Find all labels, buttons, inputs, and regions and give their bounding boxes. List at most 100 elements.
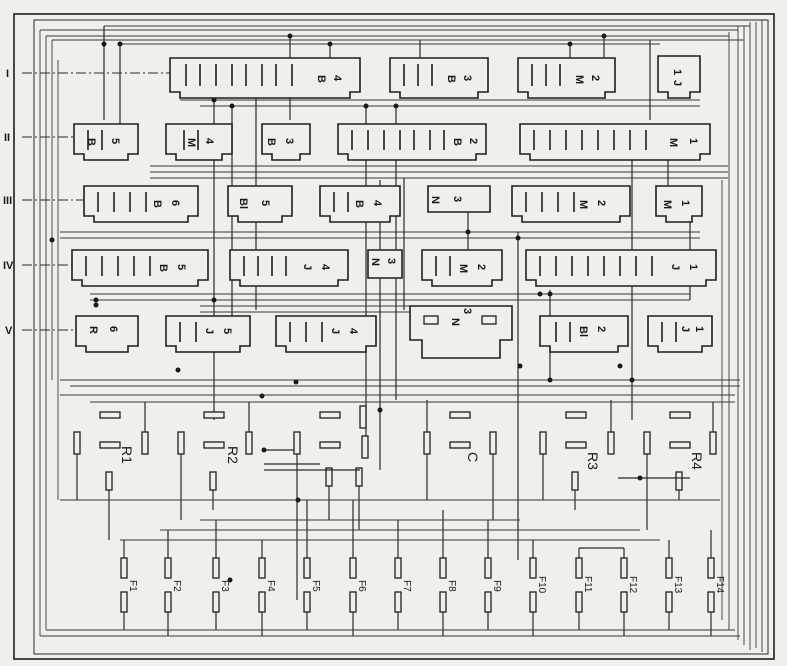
connector-text: 6 — [107, 326, 119, 332]
fuse-label: F4 — [265, 580, 276, 592]
connector-text: J — [679, 326, 691, 332]
connector-text: 1 — [687, 138, 699, 144]
connector-text: J — [301, 264, 313, 270]
connector-text: 3 — [461, 75, 473, 81]
connector-text: B — [445, 75, 457, 83]
connector-c-iii-5 — [511, 185, 631, 223]
connector-c-i-2 — [389, 57, 489, 99]
connector-text: B — [157, 264, 169, 272]
fuse-labels: F1 F2 F3 F4 F5 F6 F7 F8 F9 F10 F11 F12 F… — [127, 576, 725, 594]
connector-text: 5 — [175, 264, 187, 270]
row-label: I — [6, 68, 9, 80]
row-label: V — [5, 325, 13, 337]
connector-text: 3 — [451, 196, 463, 202]
connector-c-i-3 — [517, 57, 616, 99]
connector-c-iv-4 — [421, 249, 503, 287]
connector-text: 1 — [679, 200, 691, 206]
relay-label-c: C — [465, 452, 481, 462]
connector-c-iii-3 — [319, 185, 401, 223]
connector-text: J — [203, 328, 215, 334]
connector-text: J — [671, 80, 683, 86]
connector-text: B — [265, 138, 277, 146]
connector-c-ii-3 — [261, 123, 311, 161]
junction-dots — [49, 33, 643, 583]
row-labels: I II III IV V — [3, 68, 14, 337]
connector-text: N — [369, 258, 381, 266]
connector-text: 1 — [671, 69, 683, 75]
fuse-label: F3 — [219, 580, 230, 592]
connector-text: 3 — [283, 138, 295, 144]
connector-text: Bl — [237, 198, 249, 209]
connector-c-iii-1 — [83, 185, 199, 223]
connector-text: 1 — [693, 326, 705, 332]
left-bus — [39, 30, 59, 636]
connector-c-v-3 — [275, 315, 377, 353]
connector-text: 4 — [331, 75, 343, 82]
connector-c-i-1 — [169, 57, 361, 99]
connector-c-iii-6 — [655, 185, 703, 223]
fuse-label: F13 — [672, 576, 683, 594]
connector-c-ii-1 — [73, 123, 139, 161]
fuse-label: F6 — [356, 580, 367, 592]
fuse-label: F14 — [714, 576, 725, 594]
connector-text: B — [151, 200, 163, 208]
connector-c-v-6 — [647, 315, 713, 353]
connector-text: J — [329, 328, 341, 334]
fuses-row — [120, 557, 715, 613]
connector-text: M — [661, 200, 673, 209]
relay-label-r1: R1 — [119, 446, 135, 464]
connector-c-iv-1 — [71, 249, 209, 287]
connector-c-ii-5 — [519, 123, 711, 161]
connector-text: M — [573, 75, 585, 84]
connector-c-ii-4 — [337, 123, 487, 161]
connector-c-i-4 — [657, 55, 701, 99]
connector-text: 5 — [259, 200, 271, 206]
connector-text: Bl — [577, 326, 589, 337]
connector-row-v — [22, 305, 713, 359]
connector-text: M — [185, 138, 197, 147]
relay-bases — [73, 405, 717, 491]
inner-frame — [33, 19, 769, 655]
connector-text: R — [87, 326, 99, 334]
connector-text: 4 — [371, 200, 383, 207]
connector-c-iv-3 — [367, 249, 403, 279]
connector-c-iii-4 — [427, 185, 491, 213]
connector-row-ii — [22, 123, 711, 161]
connector-text: 4 — [319, 264, 331, 271]
connector-text: 4 — [347, 328, 359, 335]
connector-text: N — [429, 196, 441, 204]
connector-text: 3 — [461, 308, 473, 314]
connector-c-v-4 — [409, 305, 513, 359]
fuse-bus — [40, 499, 740, 637]
top-feeders — [40, 25, 750, 45]
connector-text: 1 — [687, 264, 699, 270]
connector-text: 3 — [385, 258, 397, 264]
connector-text: 2 — [475, 264, 487, 270]
relay-wiring — [76, 400, 714, 600]
connector-text: 2 — [467, 138, 479, 144]
connector-text: B — [353, 200, 365, 208]
connector-c-iii-2 — [227, 185, 293, 223]
relay-label-r3: R3 — [585, 452, 601, 470]
fuse-label: F1 — [127, 580, 138, 592]
fuse-label: F11 — [582, 576, 593, 593]
relay-label-r2: R2 — [225, 446, 241, 464]
connector-text: J — [669, 264, 681, 270]
row-label: II — [4, 132, 10, 144]
connector-row-i — [22, 55, 701, 99]
pin-box — [481, 315, 497, 325]
fuse-label: F7 — [401, 580, 412, 592]
right-bus — [721, 20, 763, 652]
connector-text: 4 — [203, 138, 215, 145]
connector-c-v-2 — [165, 315, 251, 353]
fuse-label: F5 — [310, 580, 321, 592]
connector-c-iv-2 — [229, 249, 349, 287]
connector-c-iv-5 — [525, 249, 717, 287]
connector-text: 6 — [169, 200, 181, 206]
connector-texts: B 4 B 3 M 2 1 J B 5 M 4 B 3 B 2 M 1 B 6 … — [85, 69, 705, 337]
pin-box — [423, 315, 439, 325]
connector-c-ii-2 — [165, 123, 233, 161]
connector-text: B — [85, 138, 97, 146]
